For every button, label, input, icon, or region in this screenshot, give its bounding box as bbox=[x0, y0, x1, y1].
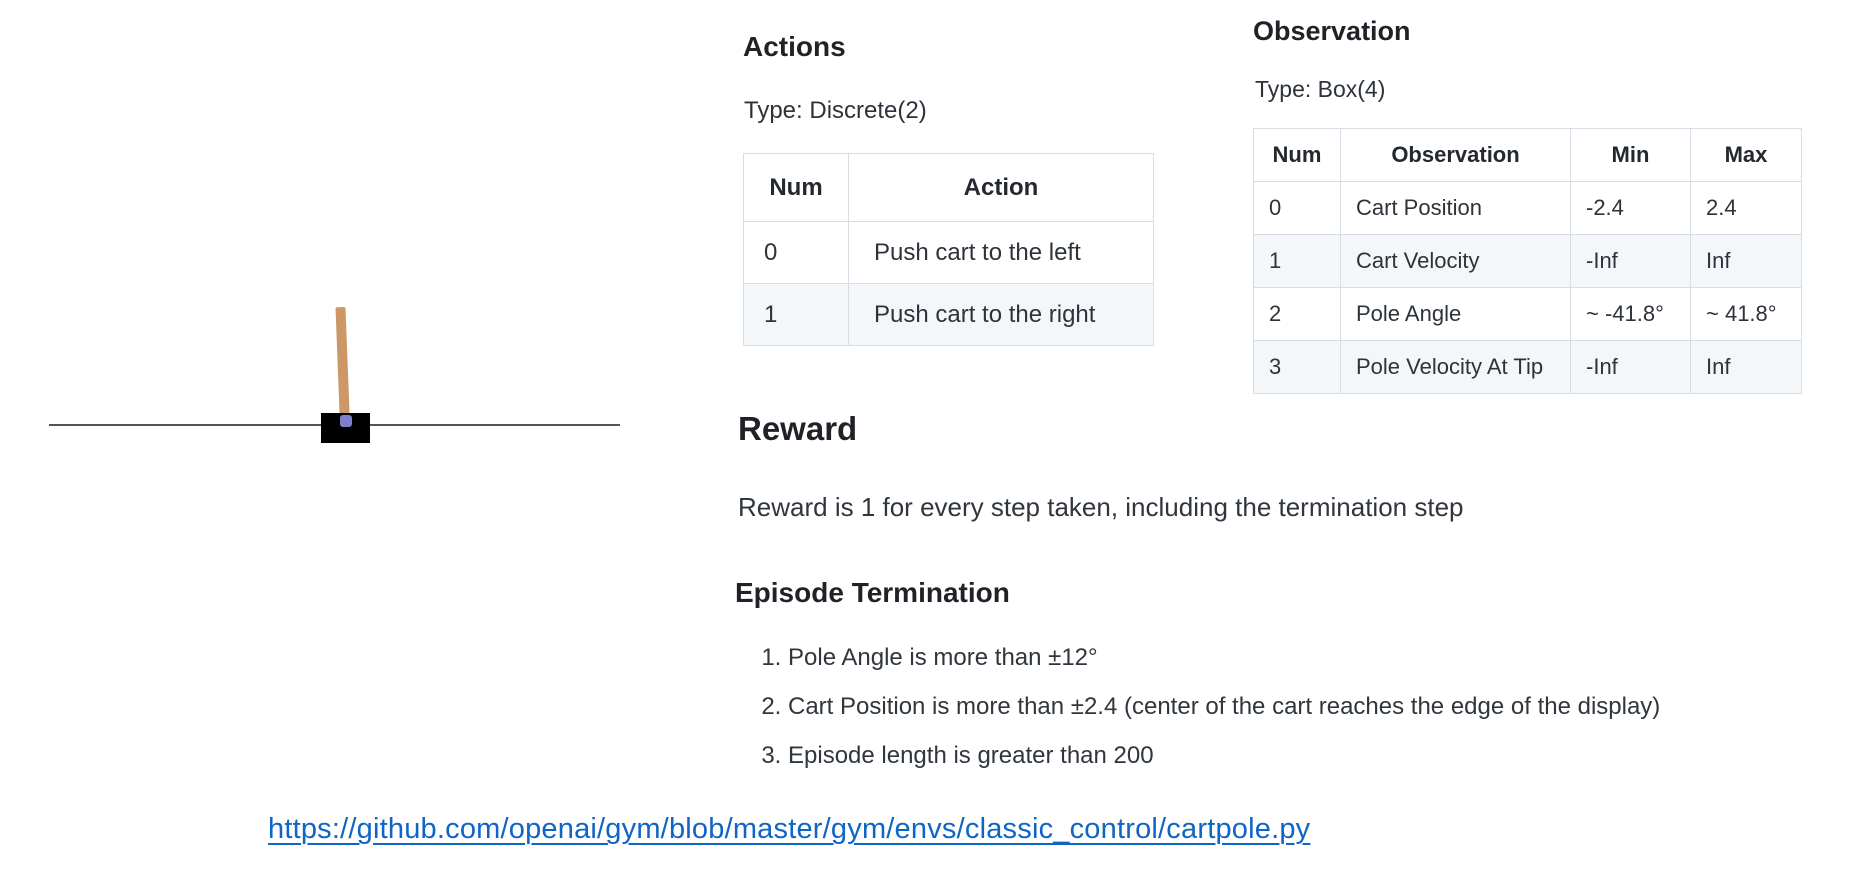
actions-heading: Actions bbox=[743, 31, 846, 62]
table-cell: Inf bbox=[1690, 234, 1802, 288]
table-cell: Cart Position bbox=[1340, 181, 1571, 235]
observation-heading: Observation bbox=[1253, 16, 1411, 46]
column-header: Action bbox=[848, 153, 1154, 222]
table-cell: 0 bbox=[1253, 181, 1341, 235]
table-cell: Pole Angle bbox=[1340, 287, 1571, 341]
table-cell: -Inf bbox=[1570, 340, 1691, 394]
table-cell: 1 bbox=[1253, 234, 1341, 288]
column-header: Max bbox=[1690, 128, 1802, 182]
column-header: Num bbox=[743, 153, 849, 222]
termination-condition: Episode length is greater than 200 bbox=[788, 731, 1660, 780]
reward-description: Reward is 1 for every step taken, includ… bbox=[738, 492, 1464, 522]
table-cell: 1 bbox=[743, 283, 849, 346]
reward-heading: Reward bbox=[738, 410, 858, 447]
table-cell: ~ -41.8° bbox=[1570, 287, 1691, 341]
table-cell: -Inf bbox=[1570, 234, 1691, 288]
table-cell: Push cart to the left bbox=[848, 221, 1154, 284]
episode-termination-heading: Episode Termination bbox=[735, 577, 1010, 608]
table-cell: ~ 41.8° bbox=[1690, 287, 1802, 341]
observation-type-label: Type: Box(4) bbox=[1255, 76, 1386, 102]
table-cell: -2.4 bbox=[1570, 181, 1691, 235]
table-cell: 2.4 bbox=[1690, 181, 1802, 235]
termination-condition: Cart Position is more than ±2.4 (center … bbox=[788, 682, 1660, 731]
column-header: Min bbox=[1570, 128, 1691, 182]
pole bbox=[335, 306, 350, 426]
table-cell: Cart Velocity bbox=[1340, 234, 1571, 288]
table-cell: Pole Velocity At Tip bbox=[1340, 340, 1571, 394]
table-cell: 2 bbox=[1253, 287, 1341, 341]
column-header: Num bbox=[1253, 128, 1341, 182]
pole-axle bbox=[340, 415, 352, 427]
actions-type-label: Type: Discrete(2) bbox=[744, 97, 927, 124]
source-link[interactable]: https://github.com/openai/gym/blob/maste… bbox=[268, 813, 1311, 845]
column-header: Observation bbox=[1340, 128, 1571, 182]
table-cell: 0 bbox=[743, 221, 849, 284]
table-cell: Push cart to the right bbox=[848, 283, 1154, 346]
episode-termination-list: Pole Angle is more than ±12°Cart Positio… bbox=[735, 633, 1660, 780]
cartpole-render bbox=[0, 0, 700, 520]
table-cell: 3 bbox=[1253, 340, 1341, 394]
termination-condition: Pole Angle is more than ±12° bbox=[788, 633, 1660, 682]
table-cell: Inf bbox=[1690, 340, 1802, 394]
